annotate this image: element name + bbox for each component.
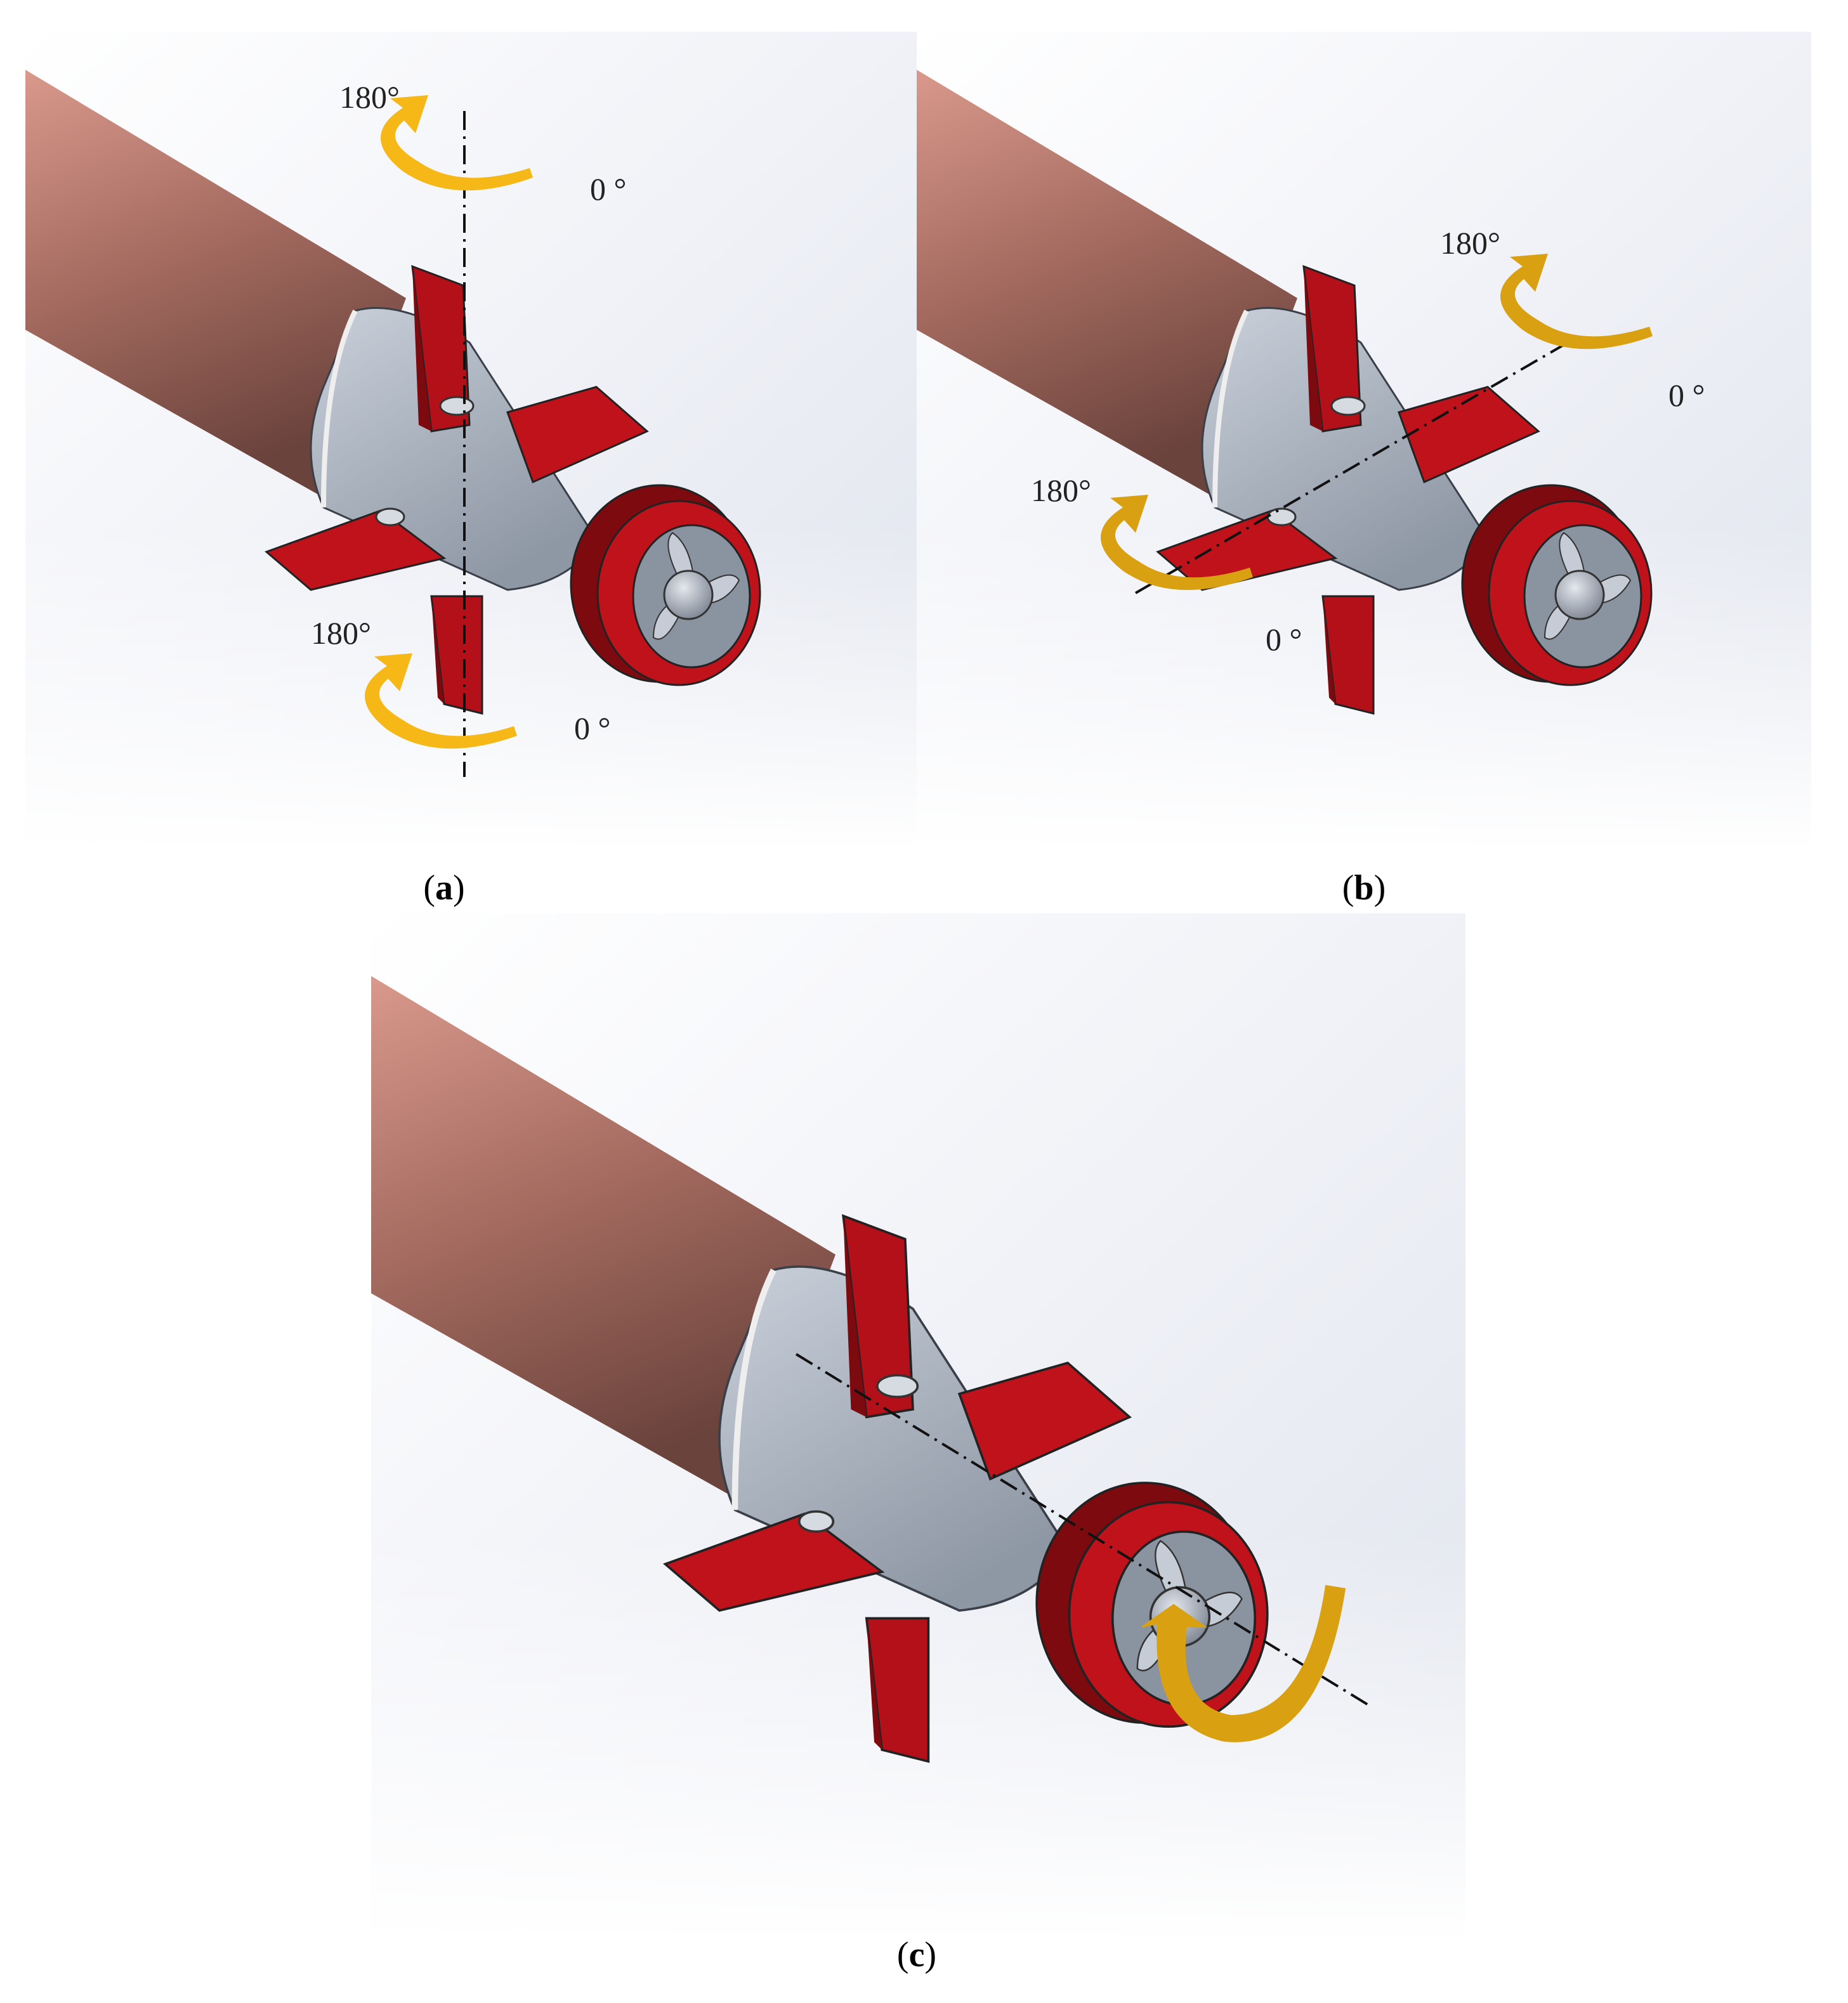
rotation-arrow-icon [1141,1584,1346,1742]
panel-b-left-0-label: 0 ° [1266,622,1302,657]
panel-a-lower-0-label: 0 ° [574,710,611,746]
panel-a-caption: (a) [423,868,464,908]
panel-c-axis [795,1353,1372,1707]
panel-a-upper-0-label: 0 ° [590,171,627,207]
panel-b-axis [1134,338,1575,594]
panel-b-caption: (b) [1342,868,1386,908]
panel-c-caption: (c) [897,1935,936,1974]
panel-b-left-180-label: 180° [1031,473,1091,508]
panel-a-lower-180-label: 180° [311,615,371,651]
panel-a: 180° 0 ° 180° 0 ° [25,32,917,850]
panel-c [371,913,1465,1941]
panel-b-right-0-label: 0 ° [1668,377,1705,413]
panel-b: 180° 0 ° 180° 0 ° [917,32,1811,850]
panel-a-upper-180-label: 180° [339,79,400,115]
panel-b-right-180-label: 180° [1440,225,1500,261]
